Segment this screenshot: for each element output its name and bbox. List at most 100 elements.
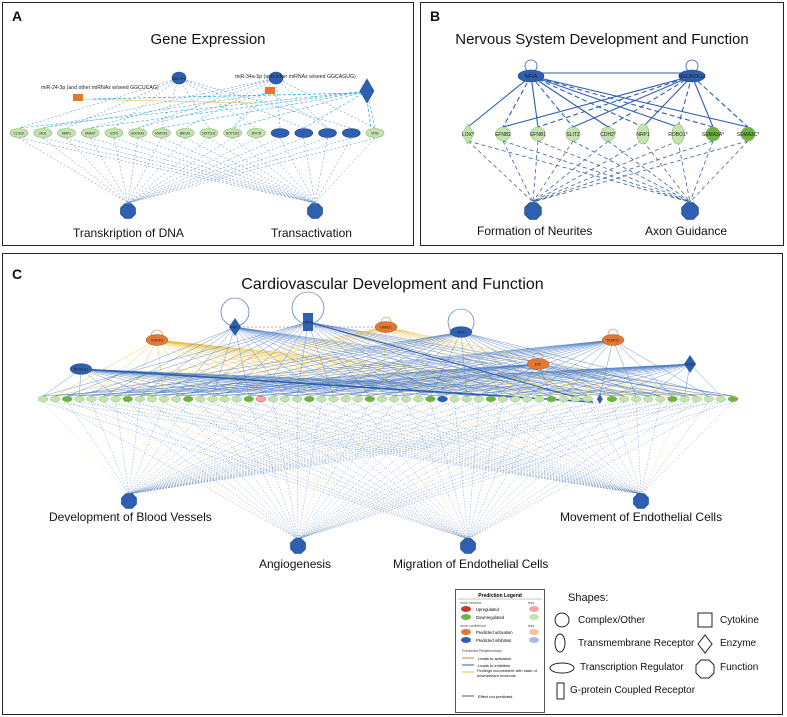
relationship-edge: [67, 331, 462, 397]
relationship-edge: [128, 401, 310, 495]
relationship-edge: [307, 321, 370, 397]
relationship-edge: [80, 368, 594, 403]
relationship-edge: [530, 75, 749, 128]
gene-label: SEMA3A*: [702, 132, 724, 138]
panel-c: C Cardiovascular Development and Functio…: [2, 253, 783, 715]
gene-node: [122, 395, 133, 402]
gene-label: NOTCH2: [202, 132, 215, 136]
relationship-edge: [90, 137, 316, 204]
gene-node: [207, 395, 218, 402]
relationship-edge: [691, 75, 714, 128]
relationship-edge: [115, 401, 130, 495]
function-label-blood-vessels: Development of Blood Vessels: [49, 510, 212, 524]
function-node: [681, 202, 699, 220]
relationship-edge: [393, 401, 642, 495]
relationship-edge: [176, 331, 462, 397]
relationship-edge: [314, 137, 328, 204]
function-node: [121, 493, 137, 509]
relationship-edge: [689, 140, 749, 203]
relationship-edge: [42, 92, 271, 129]
relationship-edge: [185, 137, 316, 204]
relationship-edge: [55, 339, 614, 397]
gene-node: [691, 395, 702, 402]
relationship-edge: [128, 401, 407, 495]
relationship-edge: [212, 363, 691, 397]
relationship-edge: [91, 339, 614, 397]
relationship-edge: [55, 339, 158, 397]
relationship-edge: [642, 75, 693, 128]
gene-node: [643, 395, 654, 402]
relationship-edge: [200, 401, 642, 495]
relationship-edge: [128, 401, 625, 495]
relationship-edge: [176, 401, 642, 495]
relationship-edge: [345, 339, 614, 397]
relationship-edge: [366, 98, 372, 129]
panel-letter-a: A: [12, 8, 23, 24]
relationship-edge: [232, 90, 368, 129]
relationship-edge: [297, 401, 395, 540]
relationship-edge: [272, 339, 614, 397]
relationship-edge: [297, 401, 467, 540]
relationship-edge: [532, 140, 539, 203]
relationship-edge: [460, 331, 467, 397]
relationship-edge: [128, 401, 649, 495]
relationship-edge: [127, 137, 352, 204]
relationship-edge: [490, 401, 642, 495]
relationship-edge: [385, 326, 528, 397]
relationship-edge: [66, 137, 129, 204]
relationship-edge: [208, 137, 316, 204]
relationship-edge: [128, 401, 189, 495]
function-node: [290, 538, 306, 554]
relationship-edge: [537, 363, 588, 397]
relationship-edge: [90, 90, 368, 129]
relationship-edge: [67, 326, 236, 397]
shape-label-function: Function: [720, 662, 759, 673]
gene-node: [582, 395, 593, 402]
gene-node: [183, 395, 194, 402]
relationship-edge: [297, 401, 642, 495]
relationship-edge: [236, 401, 469, 540]
panel-c-network: NOTCH1RUNX3MIR17MIR18HAND1MYBE2FTEAP2CTE…: [37, 291, 739, 554]
relationship-edge: [156, 339, 673, 397]
gene-node: [341, 128, 361, 138]
relationship-edge: [677, 75, 693, 128]
relationship-edge: [234, 326, 612, 397]
relationship-edge: [467, 75, 532, 128]
svg-text:Leads to activation: Leads to activation: [478, 656, 511, 661]
gene-node: [80, 128, 100, 138]
relationship-edge: [460, 331, 576, 397]
shapes-title: Shapes:: [568, 592, 609, 604]
relationship-edge: [530, 75, 714, 128]
gene-node: [413, 395, 424, 402]
relationship-edge: [467, 401, 697, 540]
relationship-edge: [176, 363, 691, 397]
relationship-edge: [640, 401, 685, 495]
relationship-edge: [309, 401, 469, 540]
relationship-edge: [178, 77, 304, 129]
shapes-legend: Shapes: Complex/Other Cytokine Transmemb…: [548, 590, 778, 712]
relationship-edge: [113, 137, 129, 204]
gene-node: [425, 395, 436, 402]
relationship-edge: [321, 401, 642, 495]
legend-predicted-inhibition: Predicted inhibition: [476, 638, 512, 643]
gene-label: MMP1: [62, 132, 71, 136]
relationship-edge: [139, 326, 236, 397]
relationship-edge: [113, 77, 180, 129]
relationship-edge: [178, 77, 352, 129]
relationship-edge: [314, 137, 376, 204]
svg-text:more confidence: more confidence: [460, 624, 486, 628]
relationship-edge: [285, 401, 469, 540]
gene-node: [292, 395, 303, 402]
relationship-edge: [79, 401, 642, 495]
panel-letter-c: C: [12, 266, 23, 282]
relationship-edge: [515, 401, 642, 495]
svg-text:less: less: [528, 624, 534, 628]
hub-node: [229, 318, 241, 336]
relationship-edge: [275, 77, 376, 129]
relationship-edge: [357, 331, 462, 397]
relationship-edge: [232, 137, 316, 204]
relationship-edge: [91, 401, 469, 540]
relationship-edge: [103, 401, 299, 540]
relationship-edge: [232, 92, 271, 129]
gene-node: [365, 128, 385, 138]
